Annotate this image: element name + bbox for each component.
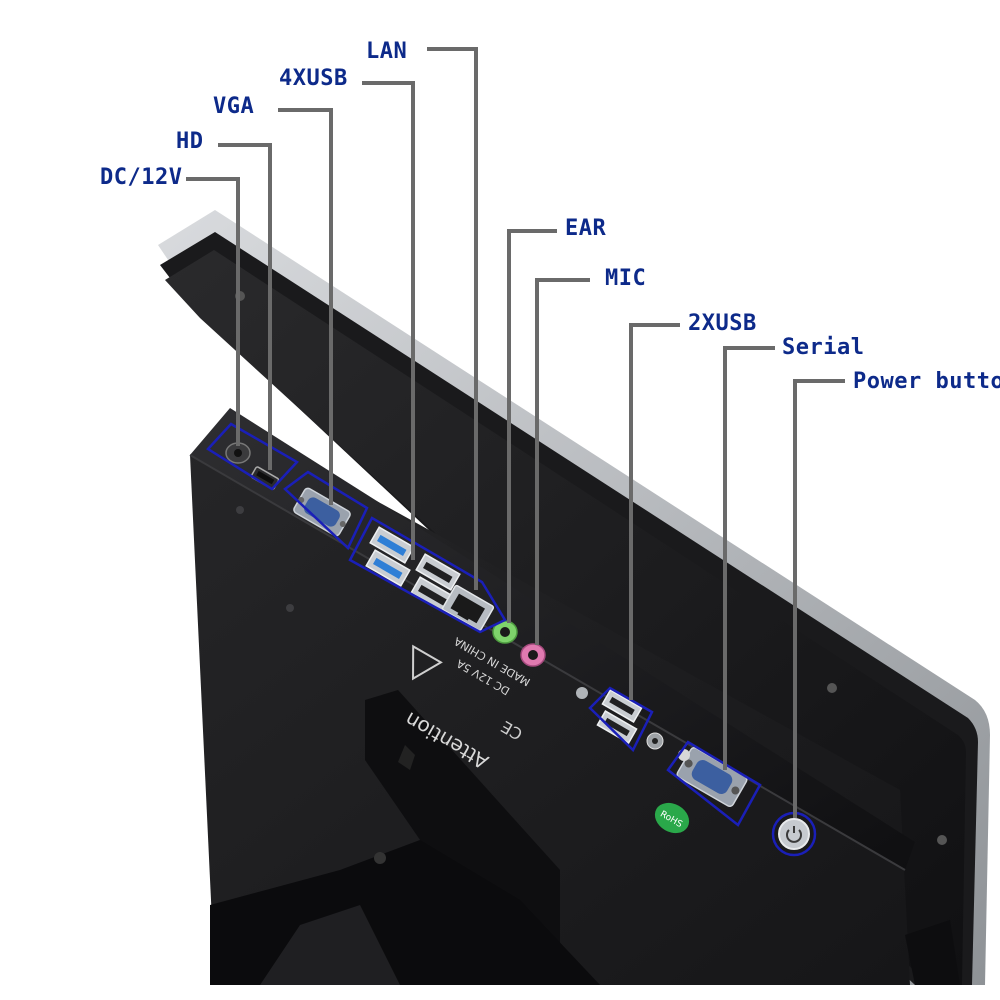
highlight-vga: [283, 470, 369, 551]
port-strip: [190, 408, 915, 870]
highlight-dc-hd: [206, 422, 299, 491]
leader-4xusb: [362, 81, 415, 560]
leader-lines: [186, 47, 845, 818]
leader-power: [793, 379, 845, 818]
ear-jack: [492, 620, 518, 644]
leader-serial: [723, 346, 775, 770]
leader-vga: [278, 108, 333, 505]
leader-2xusb: [629, 323, 680, 700]
highlight-usb-lan: [348, 516, 507, 634]
usb3-port-1: [369, 526, 415, 564]
serial-port: [676, 746, 748, 808]
label-serial: Serial: [782, 335, 865, 360]
power-button: [778, 818, 810, 850]
highlight-2xusb: [588, 686, 654, 753]
label-hd: HD: [176, 129, 204, 154]
leader-ear: [507, 229, 557, 623]
usb3-port-2: [365, 549, 411, 587]
leader-hd: [218, 143, 272, 470]
highlight-serial: [666, 740, 762, 827]
leader-lan: [427, 47, 478, 590]
label-4xusb: 4XUSB: [279, 66, 348, 91]
label-dc12v: DC/12V: [100, 165, 183, 190]
usb-side-port-1: [601, 689, 643, 723]
rohs-badge: RoHS: [654, 802, 690, 834]
leader-dc12v: [186, 177, 240, 446]
power-icon: [786, 826, 802, 843]
leader-mic: [535, 278, 590, 645]
vga-port: [293, 487, 351, 537]
label-power-button: Power button: [853, 369, 1000, 394]
port-highlight-strip: [206, 422, 817, 857]
usb2-port-1: [415, 553, 461, 591]
label-vga: VGA: [213, 94, 255, 119]
mic-jack: [520, 643, 546, 667]
dc-jack: [225, 442, 251, 464]
label-lan: LAN: [366, 39, 408, 64]
label-ear: EAR: [565, 216, 607, 241]
label-2xusb: 2XUSB: [688, 311, 757, 336]
usb-side-port-2: [596, 710, 638, 744]
warning-triangle-icon: [412, 644, 443, 681]
label-mic: MIC: [605, 266, 647, 291]
